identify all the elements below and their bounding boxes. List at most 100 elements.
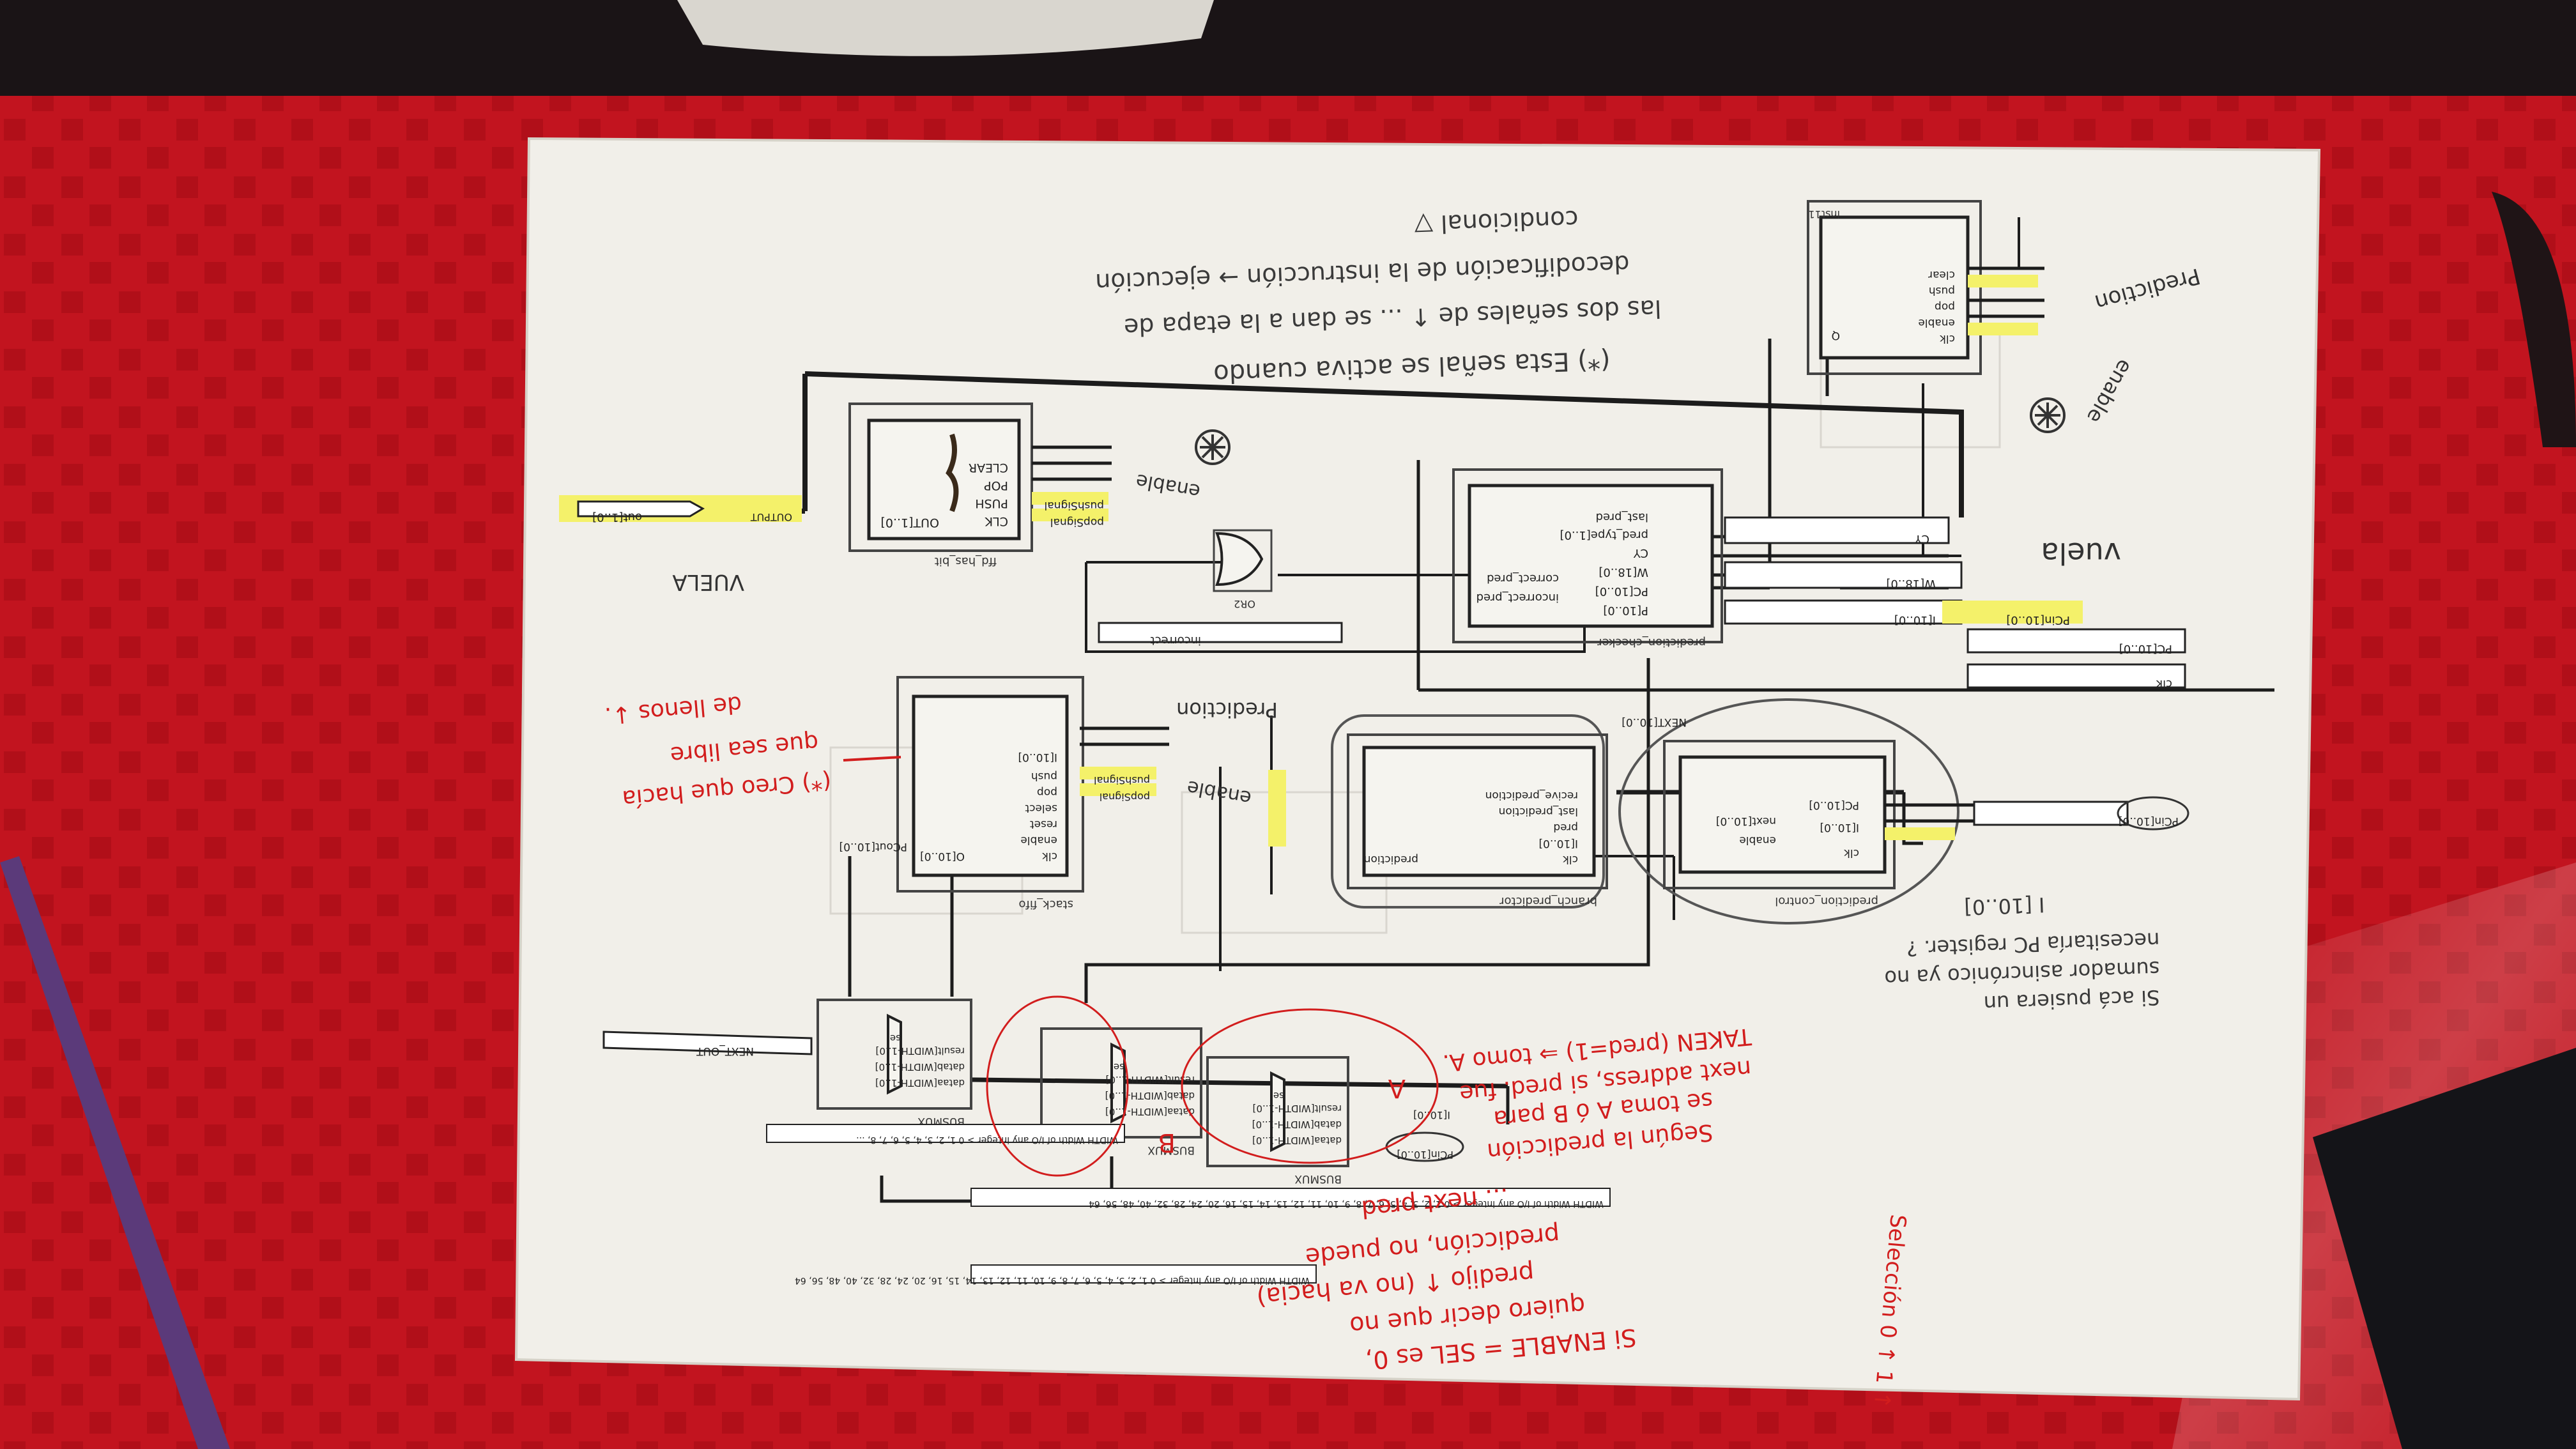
busmux-1-dataa: dataa[WIDTH-1..0] [875,1077,965,1089]
next-out-label: NEXT_OUT [696,1045,754,1057]
i-mux-label: I[10..0] [1413,1109,1450,1121]
prediction-note: Prediction [1176,698,1278,722]
ffd-hl-push: pushSignal [1045,499,1104,512]
ffd-port-push: PUSH [975,496,1008,510]
pc-port-p: P[10..0] [1603,604,1648,617]
stack-fifo-block: stack_fifo clk enable reset select pop p… [896,676,1169,911]
pin-w: W[18..0] [1886,577,1936,590]
pc-port-incorrect: incorrect_pred [1476,591,1559,604]
pin-cy: CY [1914,532,1929,546]
sf-hl-push: pushSignal [1094,774,1150,786]
bp-port-clk: clk [1563,853,1578,866]
output-pin-out-kind: OUTPUT [751,511,792,523]
vuela-left-note: VUELA [672,569,744,595]
ffd-signal-highlights: pushSignal popSignal [1032,492,1108,528]
busmux-2-name: BUSMUX [1147,1144,1195,1156]
pin-pcin: PCin[10..0] [2006,613,2070,627]
busmux-3-datab: datab[WIDTH-1..0] [1252,1119,1342,1130]
tr-port-q: Q [1832,329,1840,342]
pcon-port-clk: clk [1844,847,1859,859]
sf-port-i: I[10..0] [1018,751,1057,763]
pcon-port-next: next[10..0] [1716,815,1776,827]
tr-port-enable: enable [1918,316,1955,329]
pencil-top-4: condicional ▽ [1413,205,1579,239]
ffd-scribble [946,433,959,512]
ffd-has-bit-block: ffd_has_bit CLK PUSH POP CLEAR OUT[1..0] [848,402,1033,568]
ffd-port-clear: CLEAR [969,461,1008,475]
pc-port-lastpred: last_pred [1596,510,1648,524]
white-object-top [677,0,1214,56]
prediction-control-block: prediction_control clk I[10..0] PC[10..0… [1618,698,1974,924]
pc-port-cy: CY [1633,546,1648,560]
pcon-port-enable: enable [1739,834,1776,847]
pc-port-correct: correct_pred [1487,572,1559,585]
tr-port-clear: clear [1928,268,1955,281]
param-2: WIDTH Width of I/O any integer > 0 1, 2,… [1089,1199,1604,1209]
pin-i: I[10..0] [1894,613,1936,627]
pin-clk: clk [2156,677,2172,691]
sf-name: stack_fifo [1019,898,1073,911]
dark-right-shadow [2492,192,2576,447]
pcon-port-pc: PC[10..0] [1809,799,1859,811]
pcon-name: prediction_control [1775,894,1878,908]
ffd-port-pop: POP [984,479,1008,493]
sf-port-pop: pop [1037,786,1057,799]
recive-prediction-highlight [1268,770,1286,847]
tr-port-push: push [1929,284,1955,297]
vuela-right-note: vuela [2041,536,2121,571]
sf-port-push: push [1031,770,1057,783]
pcin-input-pin: PCin[10..0] [1973,796,2189,831]
pc-port-pc: PC[10..0] [1595,585,1648,598]
pin-pc: PC[10..0] [2119,642,2172,656]
top-dark-band [0,0,2576,96]
pen-left [0,856,230,1449]
next-out-pin: NEXT_OUT [602,1031,813,1057]
ffd-name: ffd_has_bit [935,555,997,568]
sf-port-clk: clk [1042,850,1057,862]
pc-port-predtype: pred_type[1..0] [1560,528,1648,542]
sf-port-select: select [1025,802,1057,815]
or-gate: OR2 [1213,529,1273,610]
or-gate-label: OR2 [1234,598,1255,610]
input-pins-right: CY W[18..0] I[10..0] PCin[10..0] PC[10..… [1724,516,2186,691]
bp-port-prediction: prediction [1364,853,1418,866]
tr-name: inst11 [1808,208,1840,220]
output-pin-out: out[1..0] OUTPUT [559,495,802,524]
output-pin-out-label: out[1..0] [592,510,642,524]
ffd-hl-pop: popSignal [1050,516,1104,528]
top-right-block: inst11 clk enable pop push clear Q [1807,200,2044,375]
bp-port-last: last_prediction [1499,805,1578,818]
pcin-mux-label: PCin[10..0] [1397,1149,1453,1161]
pc-port-w: W[18..0] [1598,565,1648,579]
sf-hl-pop: popSignal [1100,791,1150,803]
busmux-2-datab: datab[WIDTH-1..0] [1105,1090,1195,1101]
output-pin-incorrect-label: incorrect [1151,634,1201,647]
pc-name: prediction_checker [1597,636,1706,649]
asterisk-icon [1195,429,1230,465]
prediction-checker-block: prediction_checker P[10..0] PC[10..0] W[… [1452,468,1723,649]
ffd-wires [1032,445,1112,481]
phone-right [2313,1048,2576,1449]
red-arrow [843,756,901,762]
param-3: WIDTH Width of I/O any integer > 0 1, 2,… [795,1275,1310,1285]
pcout-label: PCout[10..0] [839,840,907,853]
output-pin-incorrect: incorrect [1098,622,1343,647]
bp-port-i: I[10..0] [1538,837,1578,850]
bp-port-recive: recive_prediction [1485,789,1578,802]
busmux-1-result: result[WIDTH-1..0] [876,1045,965,1057]
busmux-2-sel: sel [1111,1061,1124,1073]
branch-predictor-block: branch_predictor clk I[10..0] pred last_… [1331,714,1608,908]
busmux-3: BUSMUX dataa[WIDTH-1..0] datab[WIDTH-1..… [1206,1056,1349,1185]
pcon-port-i: I[10..0] [1820,821,1859,834]
busmux-3-result: result[WIDTH-1..0] [1253,1103,1342,1114]
busmux-3-dataa: dataa[WIDTH-1..0] [1252,1135,1342,1146]
sf-port-enable: enable [1020,834,1057,847]
busmux-1: BUSMUX dataa[WIDTH-1..0] datab[WIDTH-1..… [816,999,972,1128]
sf-port-reset: reset [1030,818,1057,831]
asterisk-icon-right [2030,397,2066,433]
ffd-port-clk: CLK [985,514,1008,528]
sf-port-o: O[10..0] [920,850,965,862]
red-b-label: B [1158,1128,1176,1157]
bp-name: branch_predictor [1499,894,1597,908]
busmux-3-name: BUSMUX [1294,1172,1342,1185]
